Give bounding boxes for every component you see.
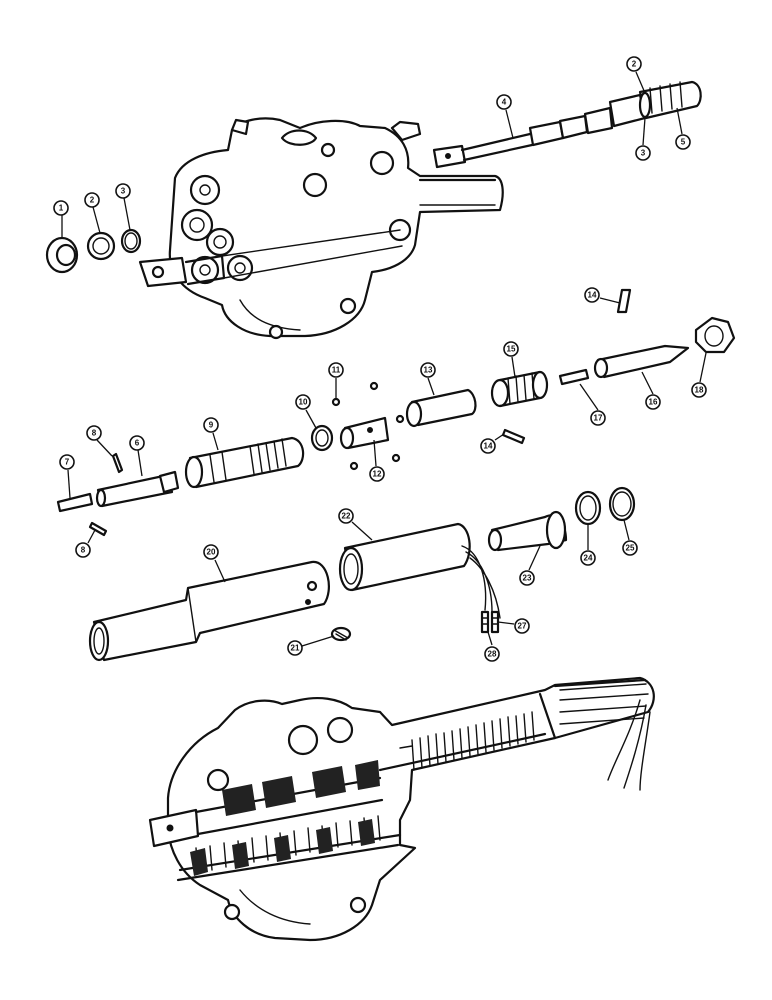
svg-text:7: 7 [65, 458, 70, 467]
svg-text:10: 10 [299, 398, 308, 407]
svg-text:3: 3 [121, 187, 126, 196]
callout-25: 25 [622, 540, 638, 556]
sleeves-lower [88, 486, 636, 662]
callout-3-right: 3 [635, 145, 651, 161]
svg-text:22: 22 [342, 512, 351, 521]
svg-text:21: 21 [291, 644, 300, 653]
svg-text:17: 17 [594, 414, 603, 423]
callout-21: 21 [287, 640, 303, 656]
callout-5: 5 [675, 134, 691, 150]
spool-assembly-top [432, 80, 702, 169]
callout-12: 12 [369, 466, 385, 482]
callout-2-right: 2 [626, 56, 642, 72]
callout-17: 17 [590, 410, 606, 426]
callout-10: 10 [295, 394, 311, 410]
svg-text:4: 4 [502, 98, 507, 107]
seal-assembly-left [45, 228, 142, 274]
callout-9: 9 [203, 417, 219, 433]
svg-text:2: 2 [90, 196, 95, 205]
callout-6: 6 [129, 435, 145, 451]
callout-15: 15 [503, 341, 519, 357]
svg-text:25: 25 [626, 544, 635, 553]
svg-text:15: 15 [507, 345, 516, 354]
svg-text:9: 9 [209, 421, 214, 430]
callout-14-lower: 14 [480, 438, 496, 454]
svg-text:20: 20 [207, 548, 216, 557]
svg-text:27: 27 [518, 622, 527, 631]
callout-4: 4 [496, 94, 512, 110]
svg-text:18: 18 [695, 386, 704, 395]
callout-14-upper: 14 [584, 287, 600, 303]
callout-13: 13 [420, 362, 436, 378]
svg-text:8: 8 [81, 546, 86, 555]
valve-housing [138, 117, 504, 340]
svg-text:11: 11 [332, 366, 341, 375]
callout-24: 24 [580, 550, 596, 566]
callout-27: 27 [514, 618, 530, 634]
svg-text:23: 23 [523, 574, 532, 583]
svg-text:16: 16 [649, 398, 658, 407]
callout-8-upper: 8 [86, 425, 102, 441]
svg-text:24: 24 [584, 554, 593, 563]
callout-18: 18 [691, 382, 707, 398]
leader-lines [61, 71, 707, 647]
callout-28: 28 [484, 646, 500, 662]
svg-text:14: 14 [484, 442, 493, 451]
cutaway-assembly [148, 676, 655, 942]
callout-20: 20 [203, 544, 219, 560]
svg-text:5: 5 [681, 138, 686, 147]
callout-16: 16 [645, 394, 661, 410]
svg-text:12: 12 [373, 470, 382, 479]
callout-22: 22 [338, 508, 354, 524]
svg-text:13: 13 [424, 366, 433, 375]
callout-3-left: 3 [115, 183, 131, 199]
callout-8-lower: 8 [75, 542, 91, 558]
svg-text:14: 14 [588, 291, 597, 300]
svg-text:3: 3 [641, 149, 646, 158]
callout-7: 7 [59, 454, 75, 470]
callout-11: 11 [328, 362, 344, 378]
callout-23: 23 [519, 570, 535, 586]
svg-text:1: 1 [59, 204, 64, 213]
callout-1: 1 [53, 200, 69, 216]
svg-text:2: 2 [632, 60, 637, 69]
callouts: 1 2 3 2 3 4 5 6 7 8 8 9 10 11 12 13 14 1… [53, 56, 707, 662]
svg-text:8: 8 [92, 429, 97, 438]
svg-text:28: 28 [488, 650, 497, 659]
svg-text:6: 6 [135, 439, 140, 448]
callout-2-left: 2 [84, 192, 100, 208]
spool-parts-middle [56, 288, 736, 537]
